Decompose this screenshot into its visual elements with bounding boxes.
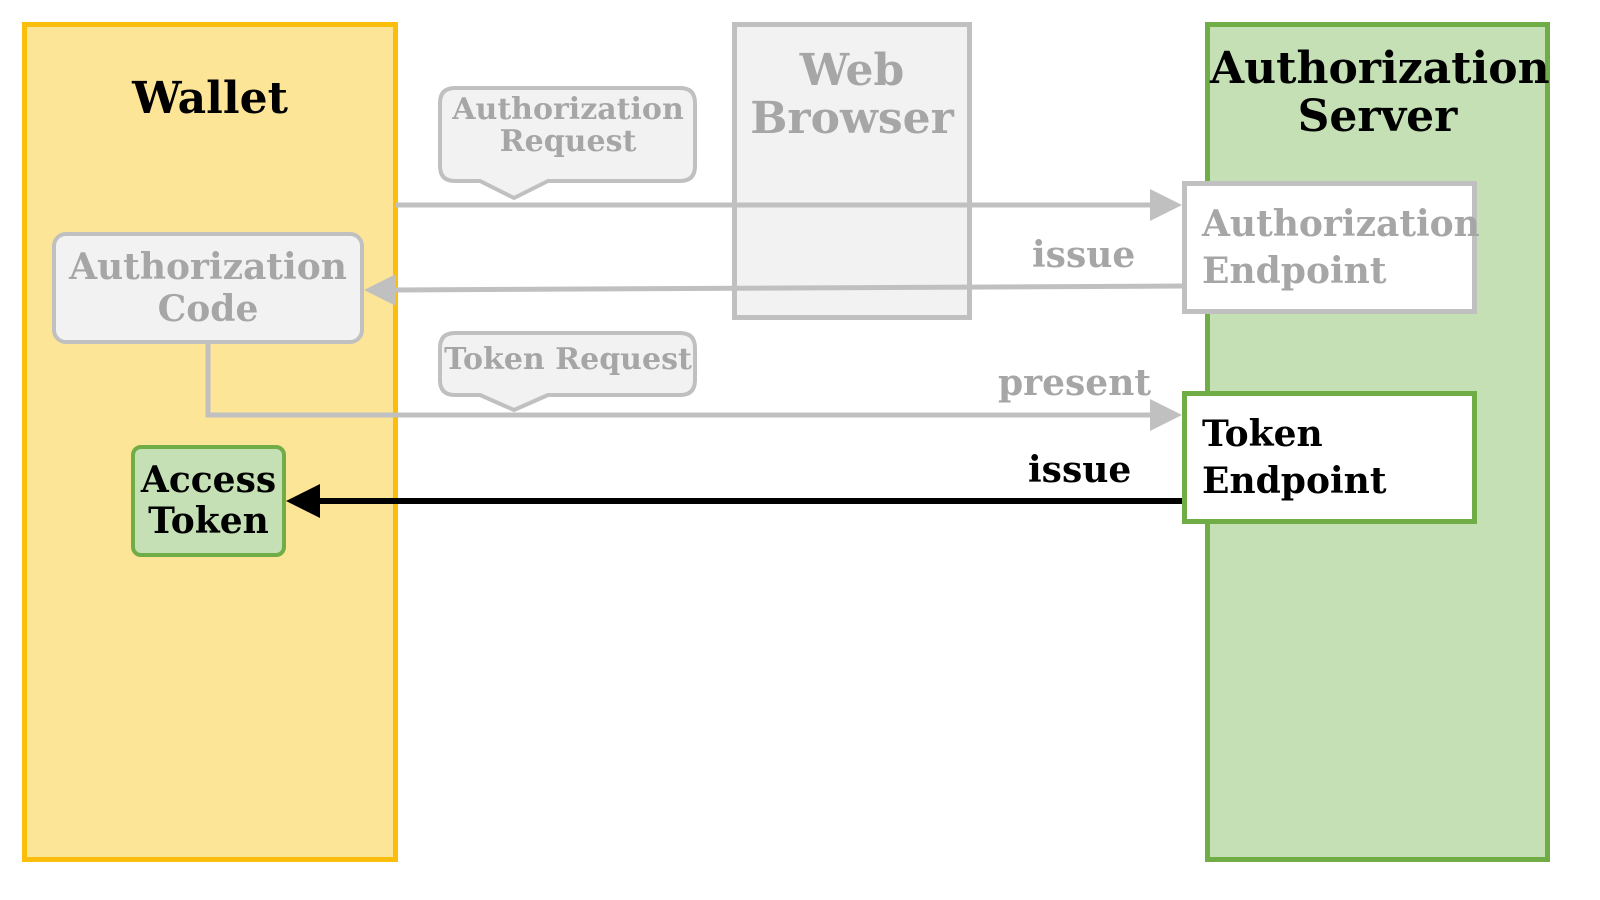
authorization-code-box: Authorization Code bbox=[52, 232, 364, 344]
wallet-title: Wallet bbox=[132, 73, 288, 124]
issue-token-arrowhead bbox=[286, 484, 320, 518]
authorization-server-title: Authorization Server bbox=[1210, 43, 1550, 142]
issue-code-label: issue bbox=[1032, 234, 1136, 276]
token-request-label: Token Request bbox=[444, 342, 692, 377]
web-browser-lane: Web Browser bbox=[732, 22, 972, 320]
token-endpoint-box: Token Endpoint bbox=[1182, 391, 1477, 524]
present-code-arrowhead bbox=[1150, 399, 1182, 431]
authorization-request-arrowhead bbox=[1150, 189, 1182, 221]
web-browser-title: Web Browser bbox=[750, 45, 954, 144]
present-code-label: present bbox=[998, 362, 1152, 404]
issue-code-arrowhead bbox=[364, 274, 396, 306]
issue-token-label: issue bbox=[1028, 449, 1132, 491]
token-request-callout bbox=[438, 331, 697, 412]
issue-code-arrow bbox=[393, 283, 1183, 293]
authorization-endpoint-box: Authorization Endpoint bbox=[1182, 181, 1480, 314]
authorization-request-callout bbox=[438, 86, 697, 200]
access-token-box: Access Token bbox=[131, 445, 286, 557]
authorization-request-label: Authorization Request bbox=[452, 92, 684, 160]
present-code-arrow bbox=[205, 344, 1152, 418]
wallet-lane: Wallet bbox=[22, 22, 398, 862]
